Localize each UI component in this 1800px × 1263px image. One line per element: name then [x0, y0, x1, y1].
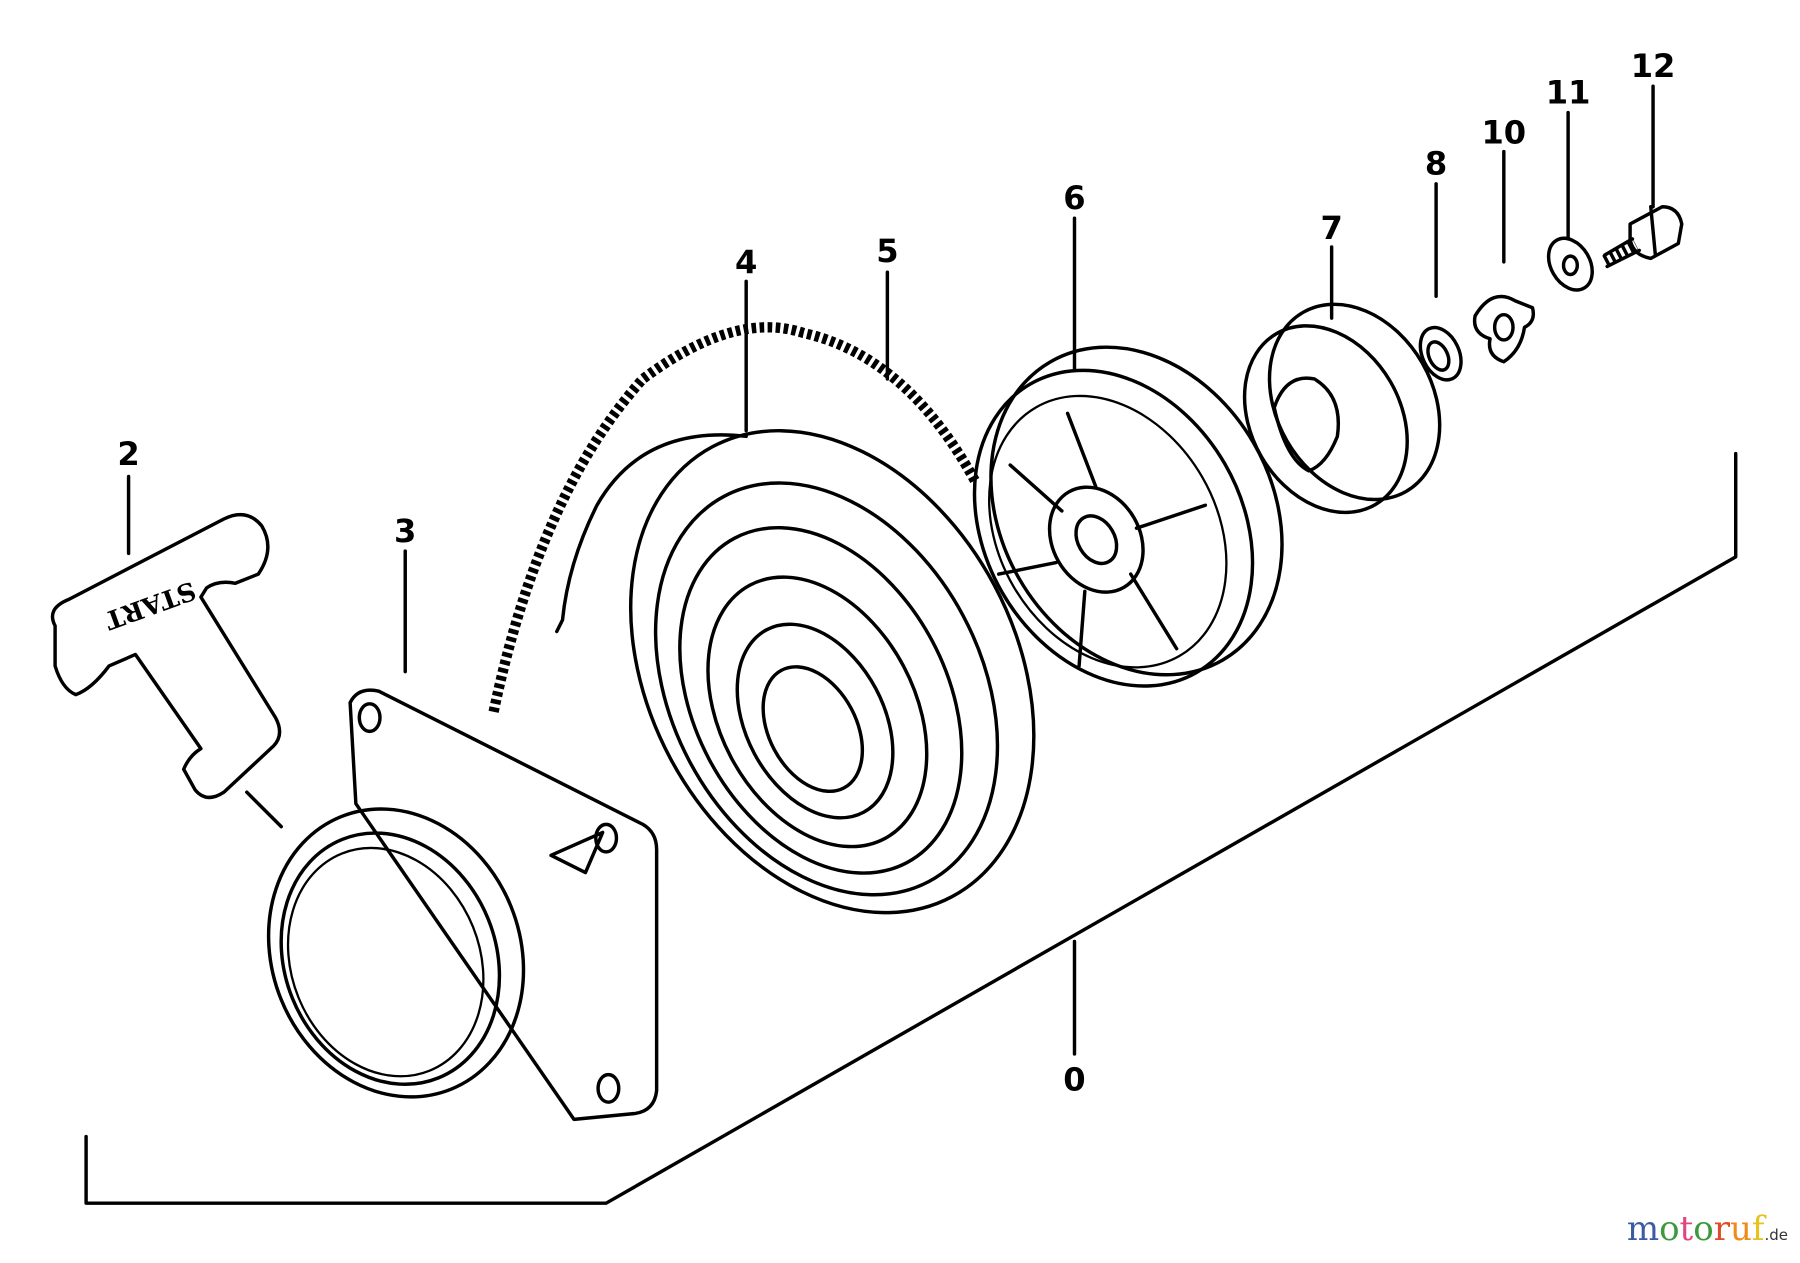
- motoruf-watermark-logo: motoruf.de: [1627, 1209, 1788, 1249]
- label-part-7: 7: [1320, 209, 1342, 247]
- washer-11: [1546, 236, 1594, 292]
- watermark-letter: o: [1659, 1209, 1680, 1249]
- bolt-12: [1602, 205, 1684, 269]
- starter-housing: [266, 688, 659, 1122]
- label-part-5: 5: [876, 232, 898, 270]
- handle-start-text: START: [101, 576, 200, 637]
- watermark-letter: t: [1679, 1209, 1694, 1249]
- washer-10: [1472, 294, 1536, 364]
- watermark-letter: m: [1626, 1209, 1660, 1249]
- label-part-8: 8: [1425, 145, 1447, 183]
- label-part-12: 12: [1631, 47, 1676, 85]
- leader-lines: [126, 84, 1655, 1056]
- label-part-0: 0: [1063, 1061, 1085, 1099]
- watermark-letter: r: [1713, 1209, 1730, 1249]
- watermark-letter: u: [1729, 1209, 1752, 1249]
- watermark-text: motoruf: [1627, 1209, 1765, 1249]
- label-part-3: 3: [394, 512, 416, 550]
- watermark-suffix: .de: [1764, 1226, 1788, 1244]
- recoil-spring: [555, 428, 1036, 915]
- part-number-labels: 2 3 4 5 6 7 8 10 11 12 0: [117, 47, 1675, 1099]
- ratchet: [1242, 302, 1442, 515]
- label-part-10: 10: [1481, 114, 1526, 152]
- label-part-11: 11: [1546, 73, 1591, 111]
- starter-handle: START: [50, 512, 283, 829]
- starter-rope: [488, 322, 981, 713]
- label-part-4: 4: [735, 243, 757, 281]
- label-part-6: 6: [1063, 179, 1085, 217]
- rope-pulley: [972, 345, 1284, 688]
- watermark-letter: o: [1693, 1209, 1714, 1249]
- washer-8: [1418, 325, 1463, 382]
- assembly-bracket: [84, 451, 1738, 1205]
- watermark-letter: f: [1751, 1209, 1765, 1249]
- label-part-2: 2: [117, 435, 139, 473]
